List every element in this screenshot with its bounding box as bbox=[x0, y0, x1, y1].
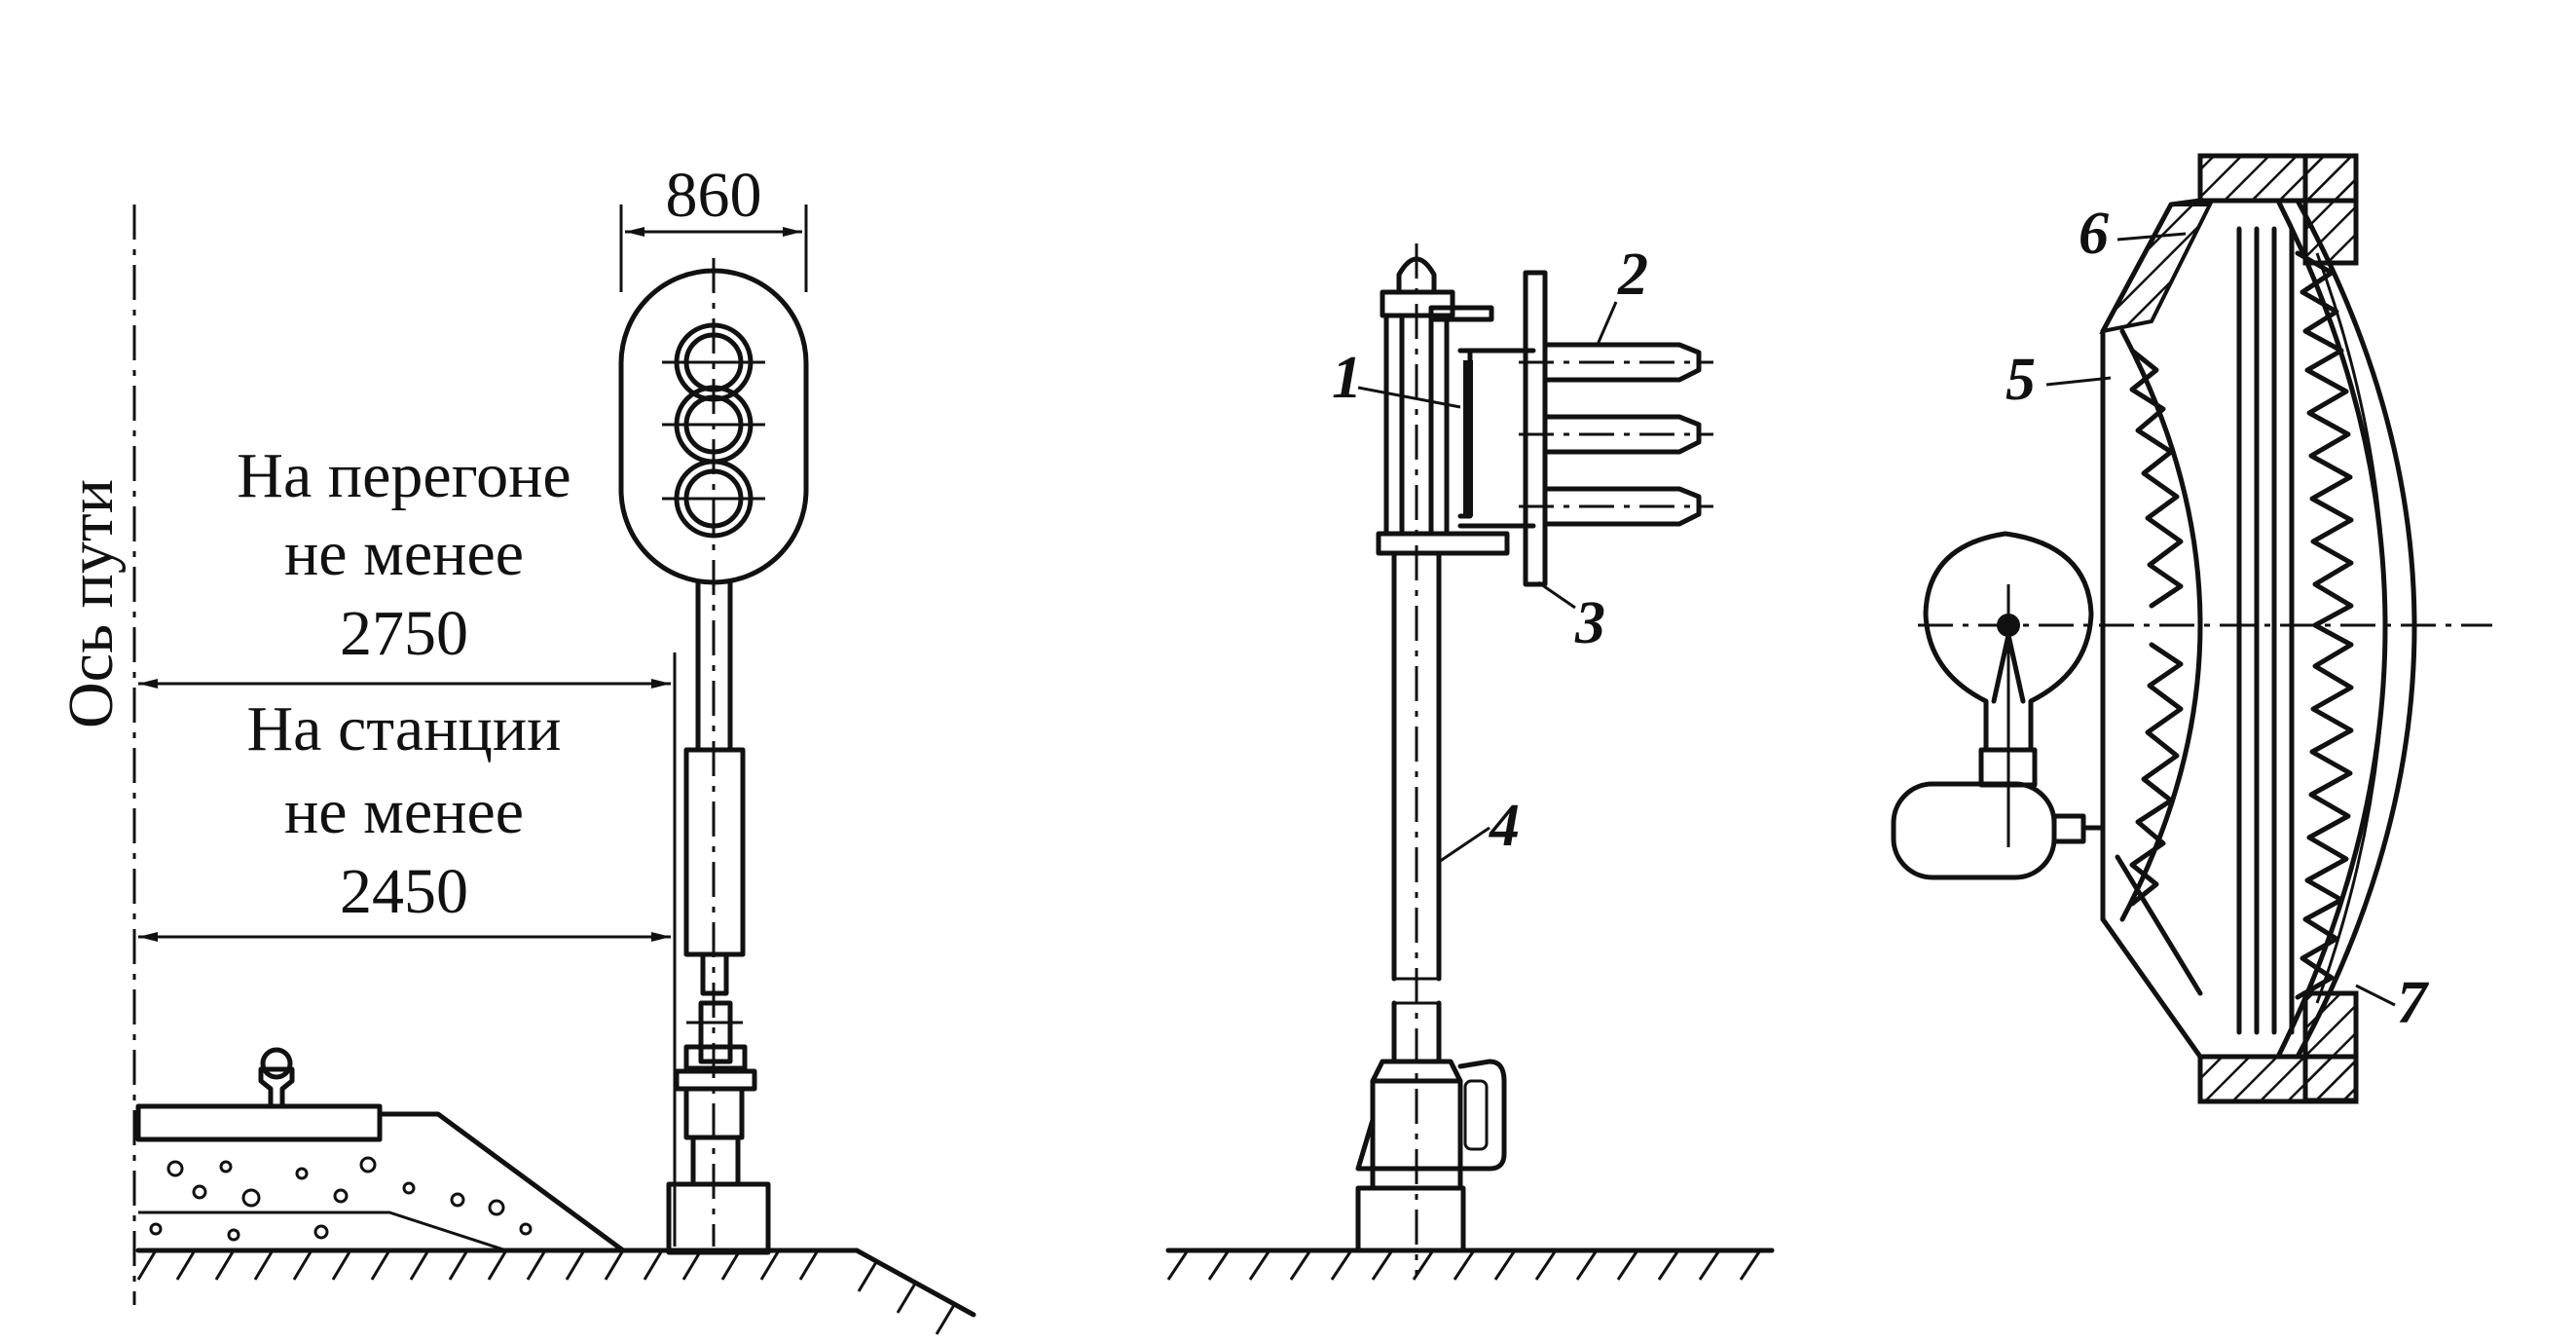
lamp-socket bbox=[1891, 781, 2057, 880]
mast-flange bbox=[674, 1068, 757, 1092]
width-dimension-value: 860 bbox=[666, 160, 762, 231]
lower-bracket bbox=[1376, 531, 1510, 556]
embankment-slope bbox=[854, 1248, 976, 1318]
ballast-prism bbox=[135, 1111, 626, 1253]
signal-lamps bbox=[662, 322, 765, 539]
rail-and-ballast bbox=[135, 1047, 626, 1253]
signal-lamp-housings-2 bbox=[1519, 342, 1713, 527]
callout-7: 7 bbox=[2397, 970, 2430, 1036]
callout-5: 5 bbox=[2006, 347, 2036, 413]
ground-hatching-b bbox=[1166, 1249, 1762, 1281]
station-min-label: не менее bbox=[284, 776, 524, 847]
sleeper bbox=[135, 1103, 383, 1142]
mast-cap bbox=[1396, 256, 1437, 295]
hatched-holder-6 bbox=[2099, 203, 2214, 334]
callout-6: 6 bbox=[2079, 201, 2109, 267]
station-distance-value: 2450 bbox=[340, 856, 468, 927]
track-axis-label: Ось пути bbox=[55, 479, 127, 728]
figure-b-signal-mast: 1 2 3 4 bbox=[1165, 242, 1775, 1281]
figure-c-lens-set: 6 5 7 bbox=[1891, 153, 2492, 1104]
station-label: На станции bbox=[247, 693, 562, 764]
callout-2: 2 bbox=[1617, 242, 1648, 308]
mounting-plate-3 bbox=[1523, 270, 1548, 587]
outer-lens-7 bbox=[2295, 198, 2417, 1060]
stage-distance-value: 2750 bbox=[340, 598, 468, 669]
ballast-stones bbox=[149, 1156, 533, 1242]
callout-3: 3 bbox=[1574, 590, 1605, 656]
stage-label: На перегоне bbox=[237, 440, 570, 511]
callout-4: 4 bbox=[1489, 793, 1520, 859]
stage-min-label: не менее bbox=[284, 518, 524, 589]
callout-1: 1 bbox=[1332, 345, 1362, 411]
signal-foundation bbox=[666, 1181, 771, 1255]
lamp-bulb bbox=[1891, 531, 2106, 880]
ground-hatching-a bbox=[136, 1249, 956, 1335]
pole-bracket-ear bbox=[1457, 1059, 1507, 1172]
rail bbox=[258, 1066, 295, 1109]
fresnel-lens bbox=[2236, 226, 2354, 1035]
pole-foundation bbox=[1355, 1185, 1466, 1253]
figure-a-signal-placement: Ось пути 860 bbox=[55, 160, 976, 1335]
